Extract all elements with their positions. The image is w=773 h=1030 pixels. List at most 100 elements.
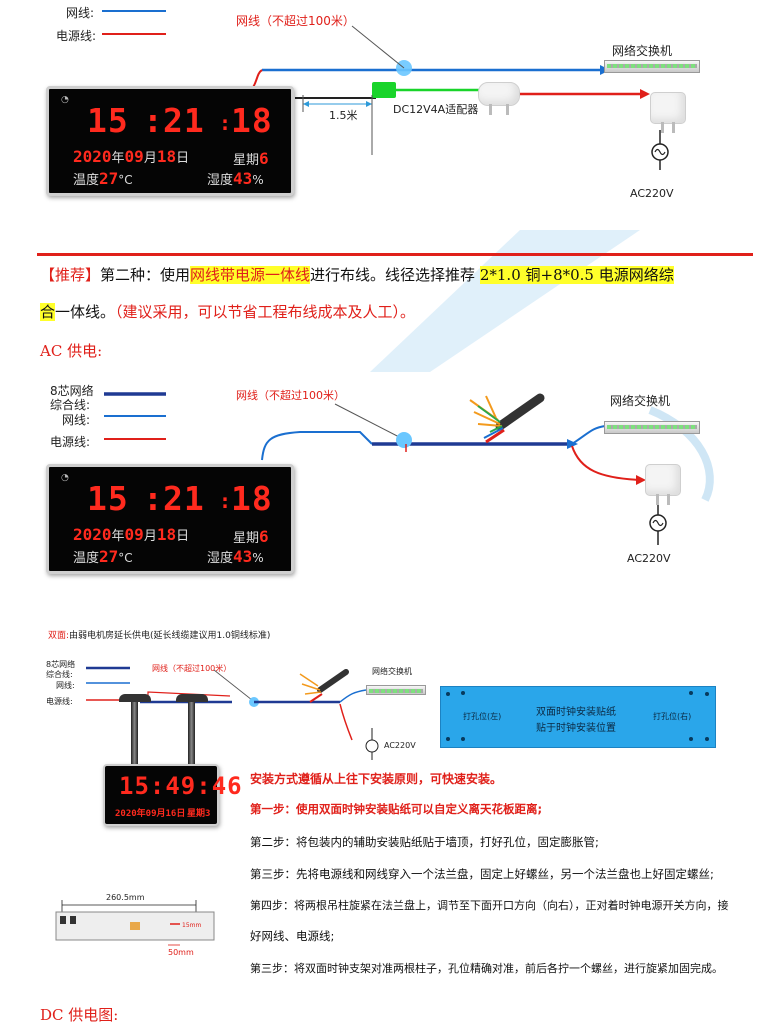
recommend-text-1: 第二种：使用 (100, 266, 191, 284)
legend-combo-label-1: 8芯网络 (50, 384, 94, 398)
humidity-unit: % (252, 173, 264, 187)
temp-unit: °C (118, 173, 133, 187)
sticker-hole (461, 737, 465, 741)
diagram1-wires (102, 10, 669, 170)
ac-label: AC220V (630, 187, 674, 200)
clock-year: 2020 (73, 147, 112, 166)
clock-day: 18 (156, 525, 177, 544)
sticker-hole (689, 691, 693, 695)
section-divider (37, 253, 753, 256)
sticker-hole (446, 692, 450, 696)
sticker-hole (705, 737, 709, 741)
clock-minutes: 21 (163, 101, 205, 140)
temp-label: 温度 (73, 551, 100, 566)
dim-small-label: 15mm (182, 922, 202, 929)
length-label: 1.5米 (329, 109, 358, 122)
step-5: 第三步：将双面时钟支架对准两根柱子，孔位精确对准，前后各拧一个螺丝，进行旋紧加固… (250, 962, 723, 975)
step-2: 第二步：将包装内的辅助安装贴纸贴于墙顶，打好孔位，固定膨胀管; (250, 835, 599, 849)
clock-seconds: 18 (231, 479, 273, 518)
network-switch-icon (604, 421, 700, 434)
clock-colon-2: : (219, 489, 233, 513)
sticker-right-label: 打孔位(右) (653, 712, 692, 721)
clock-dimension-drawing (55, 900, 215, 946)
clock-temperature: 温度27°C (73, 547, 133, 566)
clock-weekday: 星期6 (233, 527, 269, 546)
legend-combo-label-2: 综合线: (50, 398, 91, 412)
humidity-label: 湿度 (207, 173, 234, 188)
clock-month: 09 (124, 525, 144, 544)
clock-year: 2020 (73, 525, 112, 544)
double-sided-clock: 15:49:46 2020年09月16日 星期3 (103, 764, 242, 826)
recommend-highlight-1: 网线带电源一体线 (190, 266, 311, 284)
clock-date: 2020年09月18日 (73, 147, 189, 166)
recommend-text-2: 进行布线。线径选择推荐 (310, 266, 476, 284)
switch-label: 网络交换机 (610, 394, 671, 408)
clock-year-unit: 年 (111, 529, 125, 544)
network-note: 网线（不超过100米） (152, 664, 232, 673)
recommend-highlight-3: 合 (40, 303, 56, 321)
clock-logo-icon: ◔ (61, 95, 69, 105)
switch-label: 网络交换机 (372, 667, 412, 676)
flange-right (176, 694, 208, 702)
network-switch-icon (604, 60, 700, 73)
power-outlet-icon (645, 464, 681, 505)
recommend-text-3: 一体线。 (55, 303, 116, 321)
network-note: 网线（不超过100米） (236, 14, 355, 28)
clock-logo-icon: ◔ (61, 473, 69, 483)
legend-network-label: 网线: (66, 6, 95, 20)
clock-day: 18 (156, 147, 177, 166)
sticker-title-2: 贴于时钟安装位置 (536, 723, 616, 734)
weekday-label: 星期 (233, 153, 260, 168)
humidity-value: 43 (233, 169, 253, 188)
ac-heading: AC 供电: (40, 342, 103, 360)
recommend-paragraph-line2: 合一体线。（建议采用，可以节省工程布线成本及人工）。 (40, 297, 415, 327)
recommend-paragraph-line1: 【推荐】第二种：使用网线带电源一体线进行布线。线径选择推荐 2*1.0 铜+8*… (40, 260, 752, 290)
section3-title-rest: 由弱电机房延长供电(延长线缆建议用1.0铜线标准) (69, 631, 271, 641)
legend-power-label: 电源线: (50, 435, 91, 449)
clock-temperature: 温度27°C (73, 169, 133, 188)
sticker-hole (461, 691, 465, 695)
humidity-label: 湿度 (207, 551, 234, 566)
temp-unit: °C (118, 551, 133, 565)
clock-month-unit: 月 (143, 529, 157, 544)
double-clock-week: 星期3 (187, 809, 211, 819)
steps-intro: 安装方式遵循从上往下安装原则，可快速安装。 (250, 772, 503, 786)
legend-combo-label-1: 8芯网络 (46, 660, 76, 669)
switch-label: 网络交换机 (612, 44, 673, 58)
sticker-hole (689, 737, 693, 741)
clock-hours: 15 (87, 479, 129, 518)
ac-label: AC220V (627, 552, 671, 565)
clock-humidity: 湿度43% (207, 547, 264, 566)
led-clock-display: ◔ 15 : 21 : 18 2020年09月18日 星期6 温度27°C 湿度… (46, 464, 294, 574)
step-4-line2: 好网线、电源线; (250, 929, 335, 943)
adapter-plug-icon (478, 82, 520, 115)
humidity-value: 43 (233, 547, 253, 566)
sticker-hole (446, 737, 450, 741)
install-sticker: 打孔位(左) 打孔位(右) 双面时钟安装贴纸 贴于时钟安装位置 (440, 686, 716, 748)
ac-label: AC220V (384, 741, 416, 750)
legend-network-label: 网线: (62, 413, 91, 427)
led-clock-display: ◔ 15 : 21 : 18 2020年09月18日 星期6 温度27°C 湿度… (46, 86, 294, 196)
legend-combo-label-2: 综合线: (46, 670, 73, 679)
temp-value: 27 (99, 169, 119, 188)
pillar-left (131, 702, 138, 764)
clock-month-unit: 月 (143, 151, 157, 166)
clock-weekday: 星期6 (233, 149, 269, 168)
clock-day-unit: 日 (176, 151, 190, 166)
dim-offset-label: 50mm (168, 948, 194, 957)
legend-power-label: 电源线: (46, 697, 73, 706)
step-4-line1: 第四步：将两根吊柱旋紧在法兰盘上，调节至下面开口方向（向右），正对着时钟电源开关… (250, 899, 729, 912)
clock-humidity: 湿度43% (207, 169, 264, 188)
temp-value: 27 (99, 547, 119, 566)
step-3: 第三步：先将电源线和网线穿入一个法兰盘，固定上好螺丝，另一个法兰盘也上好固定螺丝… (250, 867, 714, 881)
weekday-value: 6 (259, 149, 269, 168)
flange-left (119, 694, 151, 702)
clock-minutes: 21 (163, 479, 205, 518)
pillar-right (188, 702, 195, 764)
clock-seconds: 18 (231, 101, 273, 140)
weekday-label: 星期 (233, 531, 260, 546)
recommend-highlight-2: 2*1.0 铜+8*0.5 电源网络综 (479, 266, 674, 284)
section3-title: 双面:由弱电机房延长供电(延长线缆建议用1.0铜线标准) (48, 628, 270, 641)
clock-day-unit: 日 (176, 529, 190, 544)
